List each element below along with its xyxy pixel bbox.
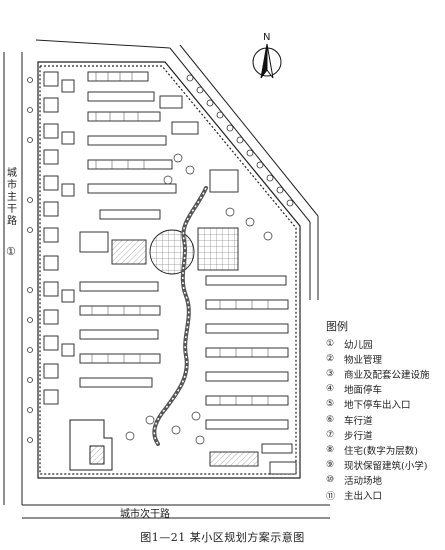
main-trunk-road-label: 城市主干路: [7, 168, 17, 227]
legend-item: ⑦ 步行道: [326, 427, 444, 442]
legend-item: ⑧ 住宅(数字为层数): [326, 442, 444, 457]
legend-item: ⑤ 地下停车出入口: [326, 397, 444, 412]
park-trees: [125, 153, 273, 445]
site-boundary: [37, 61, 301, 479]
legend-num: ⑥: [326, 414, 335, 425]
legend-label: 步行道: [344, 430, 373, 442]
legend-num: ③: [326, 368, 335, 379]
tree-row-diagonal: [186, 74, 294, 207]
residential-bars-south: [79, 275, 293, 454]
south-parking: [209, 451, 297, 475]
legend-item: ⑩ 活动场地: [326, 473, 444, 488]
legend-label: 住宅(数字为层数): [344, 445, 418, 457]
legend-num: ⑧: [326, 444, 335, 455]
legend-num: ⑪: [326, 491, 336, 502]
legend-item: ② 物业管理: [326, 351, 444, 366]
legend-label: 商业及配套公建设施: [344, 369, 430, 381]
legend-num: ⑨: [326, 460, 335, 471]
legend-label: 地面停车: [344, 385, 383, 397]
north-arrow-icon: [252, 43, 282, 79]
legend-item: ⑪ 主出入口: [326, 488, 444, 503]
legend-label: 物业管理: [344, 354, 383, 366]
pedestrian-path: [152, 186, 208, 446]
residential-texture-north: [95, 72, 145, 169]
central-plaza: [79, 227, 239, 275]
figure-caption: 图1—21 某小区规划方案示意图: [140, 531, 305, 544]
road-network: [3, 39, 330, 519]
main-entrance-marker: ①: [6, 245, 16, 258]
ne-buildings: [159, 95, 239, 193]
legend-label: 地下停车出入口: [344, 400, 411, 412]
legend-num: ⑦: [326, 429, 335, 440]
legend-item: ⑥ 车行道: [326, 412, 444, 427]
legend-item: ③ 商业及配套公建设施: [326, 366, 444, 381]
legend-list: ① 幼儿园 ② 物业管理 ③ 商业及配套公建设施 ④ 地面停车 ⑤ 地下停车出入口 ⑥ 车行…: [326, 336, 444, 503]
legend-title: 图例: [326, 320, 348, 333]
west-villa-houses: [43, 71, 75, 405]
secondary-trunk-road-label: 城市次干路: [120, 509, 170, 520]
legend-label: 活动场地: [344, 476, 383, 488]
school-building: [69, 419, 113, 471]
legend-num: ④: [326, 384, 335, 395]
legend-label: 车行道: [344, 415, 373, 427]
legend-item: ④ 地面停车: [326, 382, 444, 397]
legend-label: 现状保留建筑(小学): [344, 461, 428, 473]
legend-item: ⑨ 现状保留建筑(小学): [326, 458, 444, 473]
legend-label: 幼儿园: [344, 339, 373, 351]
compass-letter: N: [263, 32, 271, 43]
legend-num: ①: [326, 338, 335, 349]
legend-num: ②: [326, 353, 335, 364]
legend-label: 主出入口: [344, 491, 383, 503]
legend-num: ⑩: [326, 475, 335, 486]
pedestrian-path-hatch: [153, 187, 207, 445]
tree-row-west: [27, 77, 33, 443]
legend-num: ⑤: [326, 399, 335, 410]
residential-texture-south: [91, 300, 269, 405]
residential-bars-north: [87, 71, 177, 220]
legend-item: ① 幼儿园: [326, 336, 444, 351]
